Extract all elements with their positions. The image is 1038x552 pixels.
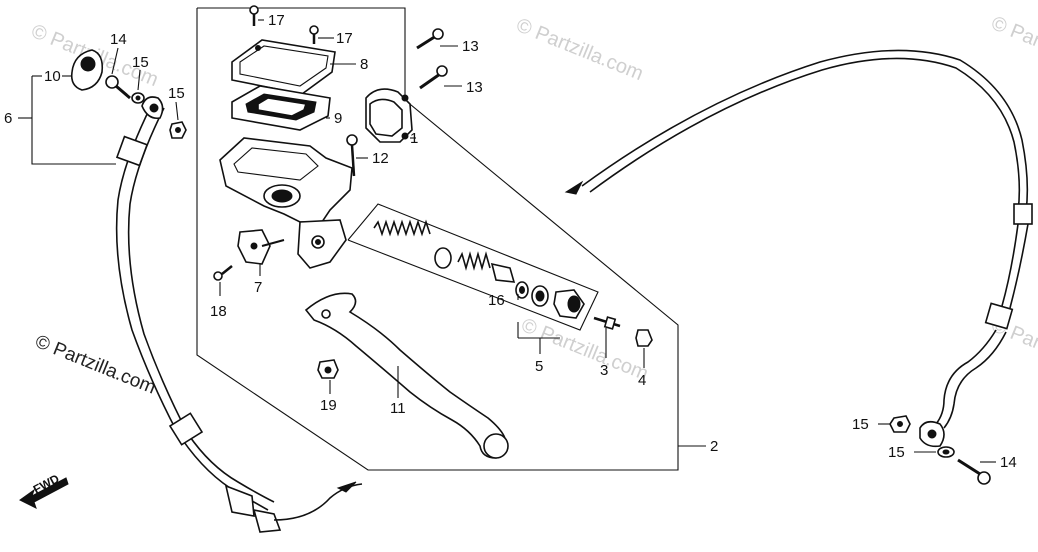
callout-8: 8 (360, 56, 368, 73)
watermark-main: © Partzilla.com (32, 331, 159, 398)
handlebar-holder (365, 88, 413, 143)
cap-screw-left (249, 5, 259, 26)
piston-boot (553, 289, 585, 319)
sealing-washer-left-2 (169, 121, 187, 139)
piston-cup (434, 247, 452, 269)
callout-3: 3 (600, 362, 608, 379)
oil-bolt-right (957, 458, 991, 485)
cap-screw-right (309, 25, 319, 44)
lever-pivot-bolt (346, 134, 358, 177)
assembly-outline (196, 7, 679, 471)
callout-11: 11 (390, 400, 406, 417)
holder-bolt-upper (416, 28, 444, 50)
callout-16: 16 (488, 292, 505, 309)
callout-5: 5 (535, 358, 543, 375)
bleed-cap (70, 49, 104, 91)
switch-screw (213, 265, 233, 281)
watermark-faded-3: © Partzilla.com (988, 12, 1038, 83)
push-rod (593, 316, 621, 330)
oil-bolt-left (105, 75, 131, 100)
sealing-washer-left-1 (131, 92, 145, 104)
callout-14-right: 14 (1000, 454, 1017, 471)
callout-18: 18 (210, 303, 227, 320)
sealing-washer-right-1 (889, 415, 911, 433)
piston (457, 251, 516, 283)
callout-15-right-1: 15 (852, 416, 869, 433)
faded-watermarks: © Partzilla.com © Partzilla.com © Partzi… (28, 12, 1038, 385)
master-cylinder-body (219, 137, 353, 269)
callout-19: 19 (320, 397, 337, 414)
clutch-lever (304, 292, 509, 459)
leader-lines (18, 19, 996, 463)
reservoir-cap (231, 39, 336, 95)
clutch-hose-left (115, 103, 363, 533)
watermark-faded-2: © Partzilla.com (513, 14, 646, 85)
callout-2: 2 (710, 438, 718, 455)
holder-bolt-lower (419, 65, 448, 90)
callout-10: 10 (44, 68, 61, 85)
callout-1: 1 (410, 130, 418, 147)
callout-13-upper: 13 (462, 38, 479, 55)
callout-17-right: 17 (336, 30, 353, 47)
callout-15-left-1: 15 (132, 54, 149, 71)
callout-6: 6 (4, 110, 12, 127)
callout-9: 9 (334, 110, 342, 127)
fwd-arrow-icon (19, 477, 69, 509)
lever-pivot-nut (317, 359, 339, 379)
callout-15-left-2: 15 (168, 85, 185, 102)
sealing-washer-right-2 (937, 446, 955, 458)
hose-fitting-eye (141, 96, 164, 120)
piston-spring (373, 219, 431, 237)
callout-15-right-2: 15 (888, 444, 905, 461)
callout-7: 7 (254, 279, 262, 296)
lever-boot (635, 329, 653, 347)
piston-washer (515, 281, 529, 299)
callout-17-left: 17 (268, 12, 285, 29)
callout-12: 12 (372, 150, 389, 167)
clutch-switch (237, 229, 285, 265)
piston-set-outline (347, 203, 599, 331)
callout-13-lower: 13 (466, 79, 483, 96)
reservoir-diaphragm (231, 85, 331, 131)
callout-14-left: 14 (110, 31, 127, 48)
piston-circlip (531, 285, 549, 307)
clutch-hose-right (564, 49, 1033, 448)
callout-numbers: 1 2 3 4 5 6 7 8 9 10 11 12 13 13 14 14 1… (4, 12, 1017, 471)
callout-4: 4 (638, 372, 646, 389)
